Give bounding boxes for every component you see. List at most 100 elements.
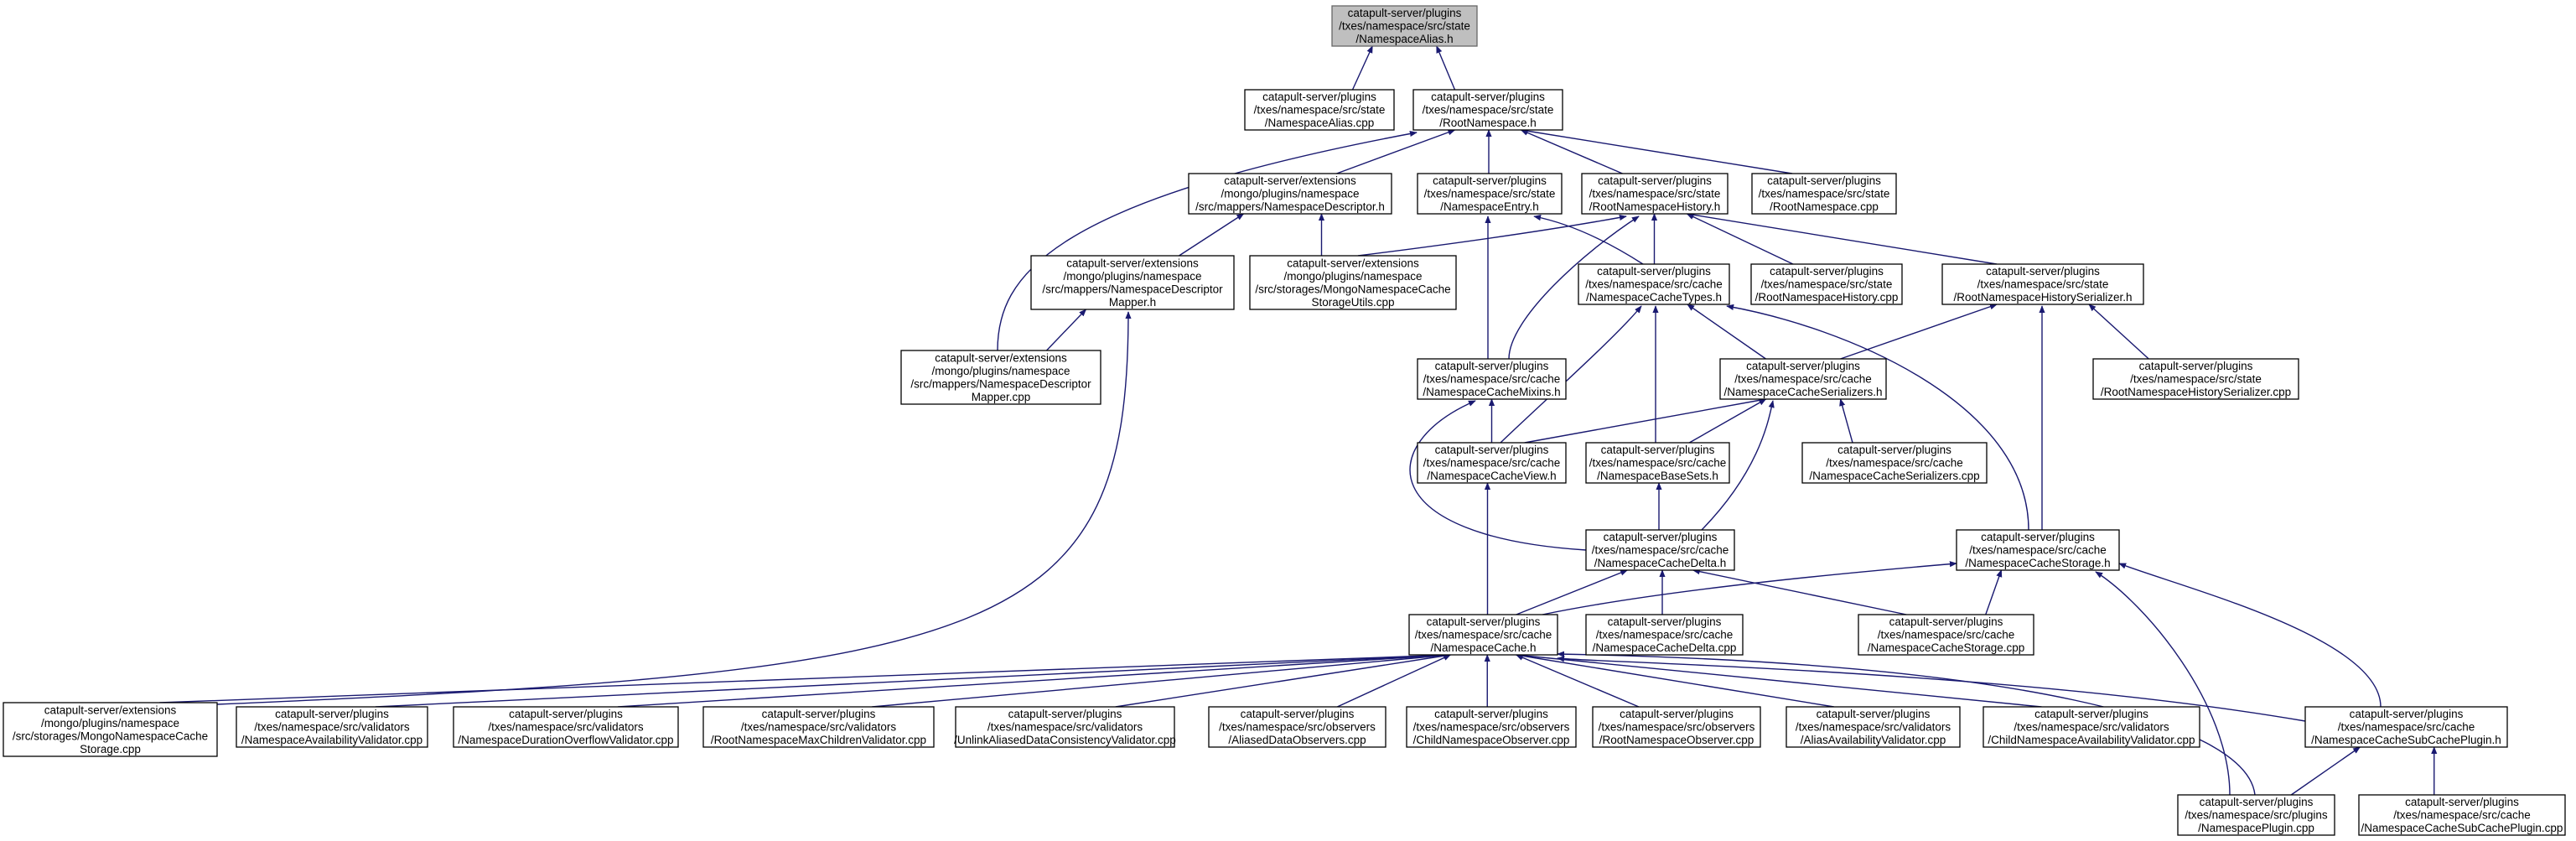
node-label-line: catapult-server/plugins — [1770, 265, 1884, 278]
graph-node-n20[interactable]: catapult-server/plugins/txes/namespace/s… — [1956, 529, 2120, 571]
graph-node-n15[interactable]: catapult-server/plugins/txes/namespace/s… — [2092, 358, 2299, 400]
node-label-line: StorageUtils.cpp — [1311, 296, 1394, 309]
graph-node-n7[interactable]: catapult-server/extensions/mongo/plugins… — [1030, 255, 1235, 310]
node-label-line: /src/mappers/NamespaceDescriptor — [1042, 283, 1223, 295]
graph-node-n30[interactable]: catapult-server/plugins/txes/namespace/s… — [1406, 706, 1577, 748]
node-label-line: catapult-server/extensions — [935, 351, 1067, 364]
graph-node-n6[interactable]: catapult-server/plugins/txes/namespace/s… — [1751, 173, 1897, 215]
node-label-line: /RootNamespaceObserver.cpp — [1599, 734, 1754, 746]
node-label-line: catapult-server/extensions — [1066, 257, 1199, 269]
graph-node-n32[interactable]: catapult-server/plugins/txes/namespace/s… — [1786, 706, 1961, 748]
node-label-line: catapult-server/plugins — [1597, 265, 1711, 278]
node-box — [1208, 706, 1386, 748]
node-label-line: /NamespaceDurationOverflowValidator.cpp — [458, 734, 673, 746]
graph-node-n23[interactable]: catapult-server/plugins/txes/namespace/s… — [1858, 614, 2034, 656]
node-label-line: catapult-server/plugins — [1348, 7, 1462, 19]
node-label-line: /txes/namespace/src/state — [1424, 188, 1556, 200]
graph-node-n21[interactable]: catapult-server/plugins/txes/namespace/s… — [1408, 614, 1558, 656]
edge-n35-n34 — [2290, 746, 2361, 796]
edge-n32-n21 — [1515, 652, 1834, 708]
graph-node-n35[interactable]: catapult-server/plugins/txes/namespace/s… — [2177, 794, 2335, 836]
node-label-line: catapult-server/plugins — [1837, 444, 1951, 456]
graph-node-n25[interactable]: catapult-server/plugins/txes/namespace/s… — [236, 706, 428, 748]
graph-node-n29[interactable]: catapult-server/plugins/txes/namespace/s… — [1208, 706, 1386, 748]
graph-node-n14[interactable]: catapult-server/plugins/txes/namespace/s… — [1719, 358, 1887, 400]
node-label-line: catapult-server/plugins — [762, 708, 876, 720]
edge-n27-n21 — [872, 652, 1452, 708]
graph-node-n17[interactable]: catapult-server/plugins/txes/namespace/s… — [1585, 442, 1730, 484]
edge-n34-n21 — [1557, 656, 2306, 722]
edge-n7-n3 — [1179, 213, 1245, 257]
graph-node-n24[interactable]: catapult-server/extensions/mongo/plugins… — [3, 702, 218, 757]
node-box — [1719, 358, 1887, 400]
edge-n5-n2 — [1520, 129, 1623, 174]
node-label-line: /txes/namespace/src/cache — [1423, 373, 1561, 386]
edge-n33-n21 — [1515, 652, 2042, 708]
graph-node-n1[interactable]: catapult-server/plugins/txes/namespace/s… — [1244, 89, 1395, 131]
node-label-line: /txes/namespace/src/state — [1339, 20, 1470, 33]
graph-node-n28[interactable]: catapult-server/plugins/txes/namespace/s… — [954, 706, 1176, 748]
edge-n13-n5 — [1508, 215, 1640, 360]
graph-node-n19[interactable]: catapult-server/plugins/txes/namespace/s… — [1585, 529, 1735, 571]
graph-node-n3[interactable]: catapult-server/extensions/mongo/plugins… — [1188, 173, 1392, 215]
node-label-line: /AliasAvailabilityValidator.cpp — [1801, 734, 1946, 746]
graph-node-n18[interactable]: catapult-server/plugins/txes/namespace/s… — [1801, 442, 1988, 484]
graph-node-n9[interactable]: catapult-server/plugins/txes/namespace/s… — [1578, 263, 1730, 305]
node-label-line: catapult-server/plugins — [1008, 708, 1122, 720]
node-label-line: /mongo/plugins/namespace — [1063, 270, 1201, 283]
node-label-line: /src/mappers/NamespaceDescriptor.h — [1195, 200, 1385, 213]
graph-node-n27[interactable]: catapult-server/plugins/txes/namespace/s… — [702, 706, 935, 748]
graph-node-n16[interactable]: catapult-server/plugins/txes/namespace/s… — [1417, 442, 1567, 484]
node-label-line: catapult-server/extensions — [44, 703, 177, 716]
node-box — [1585, 614, 1744, 656]
graph-node-n8[interactable]: catapult-server/extensions/mongo/plugins… — [1249, 255, 1457, 310]
node-label-line: catapult-server/plugins — [2200, 796, 2314, 808]
node-label-line: /NamespaceCacheSerializers.cpp — [1809, 470, 1979, 482]
node-label-line: /RootNamespaceHistorySerializer.h — [1953, 291, 2132, 304]
graph-node-n2[interactable]: catapult-server/plugins/txes/namespace/s… — [1412, 89, 1563, 131]
edge-n21-n20 — [1542, 561, 1957, 615]
root-node-box — [1331, 5, 1478, 47]
node-label-line: catapult-server/plugins — [1889, 615, 2003, 628]
edge-n24-n21 — [159, 652, 1452, 703]
node-label-line: Storage.cpp — [80, 743, 141, 755]
edge-n24-n7 — [216, 311, 1132, 705]
graph-node-n36[interactable]: catapult-server/plugins/txes/namespace/s… — [2358, 794, 2566, 836]
node-label-line: /NamespaceCacheSerializers.h — [1723, 386, 1882, 398]
node-label-line: catapult-server/plugins — [1608, 615, 1722, 628]
edge-n29-n21 — [1336, 654, 1452, 708]
graph-node-n22[interactable]: catapult-server/plugins/txes/namespace/s… — [1585, 614, 1744, 656]
node-label-line: /txes/namespace/src/state — [1254, 104, 1386, 117]
graph-node-n4[interactable]: catapult-server/plugins/txes/namespace/s… — [1417, 173, 1563, 215]
node-label-line: catapult-server/plugins — [1598, 174, 1712, 187]
edge-n35-n20 — [2095, 571, 2231, 796]
node-box — [236, 706, 428, 748]
node-box — [900, 350, 1101, 405]
graph-node-n12[interactable]: catapult-server/extensions/mongo/plugins… — [900, 350, 1101, 405]
node-label-line: Mapper.cpp — [972, 391, 1031, 403]
node-label-line: /RootNamespace.h — [1439, 117, 1537, 129]
node-label-line: catapult-server/plugins — [275, 708, 389, 720]
graph-node-n11[interactable]: catapult-server/plugins/txes/namespace/s… — [1941, 263, 2144, 305]
node-label-line: catapult-server/plugins — [1601, 444, 1715, 456]
node-box — [1412, 89, 1563, 131]
node-label-line: /txes/namespace/src/cache — [1415, 629, 1552, 641]
graph-node-n10[interactable]: catapult-server/plugins/txes/namespace/s… — [1750, 263, 1903, 305]
edge-n19-n14 — [1701, 400, 1775, 531]
node-label-line: /NamespaceCacheView.h — [1427, 470, 1556, 482]
node-label-line: catapult-server/extensions — [1287, 257, 1419, 269]
graph-node-n5[interactable]: catapult-server/plugins/txes/namespace/s… — [1581, 173, 1729, 215]
node-label-line: catapult-server/plugins — [1433, 174, 1547, 187]
graph-node-n31[interactable]: catapult-server/plugins/txes/namespace/s… — [1592, 706, 1761, 748]
graph-node-n13[interactable]: catapult-server/plugins/txes/namespace/s… — [1417, 358, 1567, 400]
node-label-line: catapult-server/plugins — [2034, 708, 2148, 720]
graph-node-n34[interactable]: catapult-server/plugins/txes/namespace/s… — [2304, 706, 2508, 748]
node-label-line: /txes/namespace/src/state — [1761, 278, 1893, 291]
node-box — [2304, 706, 2508, 748]
edge-n14-n11 — [1840, 304, 1998, 360]
graph-node-n0[interactable]: catapult-server/plugins/txes/namespace/s… — [1331, 5, 1478, 47]
edge-n17-n14 — [1688, 398, 1767, 444]
graph-node-n33[interactable]: catapult-server/plugins/txes/namespace/s… — [1983, 706, 2200, 748]
graph-node-n26[interactable]: catapult-server/plugins/txes/namespace/s… — [453, 706, 679, 748]
node-label-line: /txes/namespace/src/cache — [1423, 457, 1561, 470]
